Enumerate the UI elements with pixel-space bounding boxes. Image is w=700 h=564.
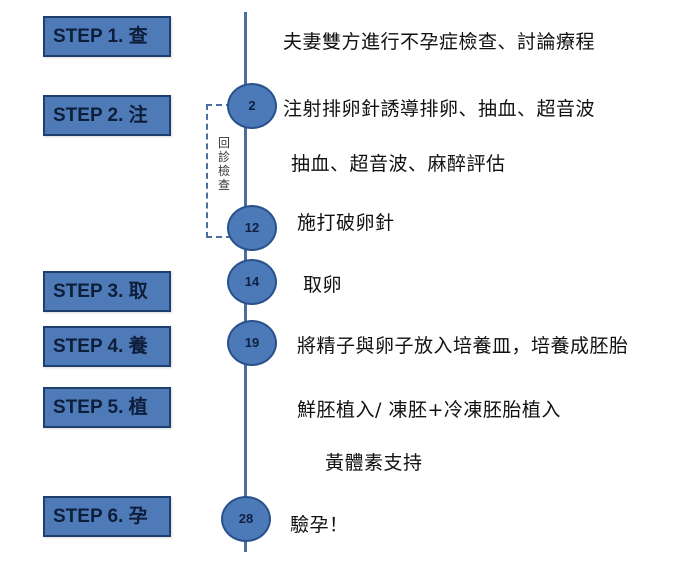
step-5-box: STEP 5. 植 [43,387,171,428]
evaluation-desc: 抽血、超音波、麻醉評估 [291,153,506,175]
day-19-marker: 19 [227,320,277,366]
step-2-desc: 注射排卵針誘導排卵、抽血、超音波 [283,98,596,120]
step-6-box: STEP 6. 孕 [43,496,171,537]
day-28-marker: 28 [221,496,271,542]
step-3-box: STEP 3. 取 [43,271,171,312]
revisit-label: 回診檢查 [217,136,230,192]
day-2-marker: 2 [227,83,277,129]
step-3-desc: 取卵 [303,274,343,296]
step-5-desc: 鮮胚植入/ 凍胚+冷凍胚胎植入 [297,399,561,421]
step-4-desc: 將精子與卵子放入培養皿，培養成胚胎 [297,335,629,357]
day-12-marker: 12 [227,205,277,251]
revisit-bracket [206,104,242,238]
step-4-box: STEP 4. 養 [43,326,171,367]
day-14-marker: 14 [227,259,277,305]
step-1-box: STEP 1. 查 [43,16,171,57]
step-2-box: STEP 2. 注 [43,95,171,136]
step-6-desc: 驗孕！ [290,514,349,536]
luteal-support-desc: 黃體素支持 [325,452,423,474]
trigger-shot-desc: 施打破卵針 [297,212,395,234]
step-1-desc: 夫妻雙方進行不孕症檢查、討論療程 [283,31,596,53]
